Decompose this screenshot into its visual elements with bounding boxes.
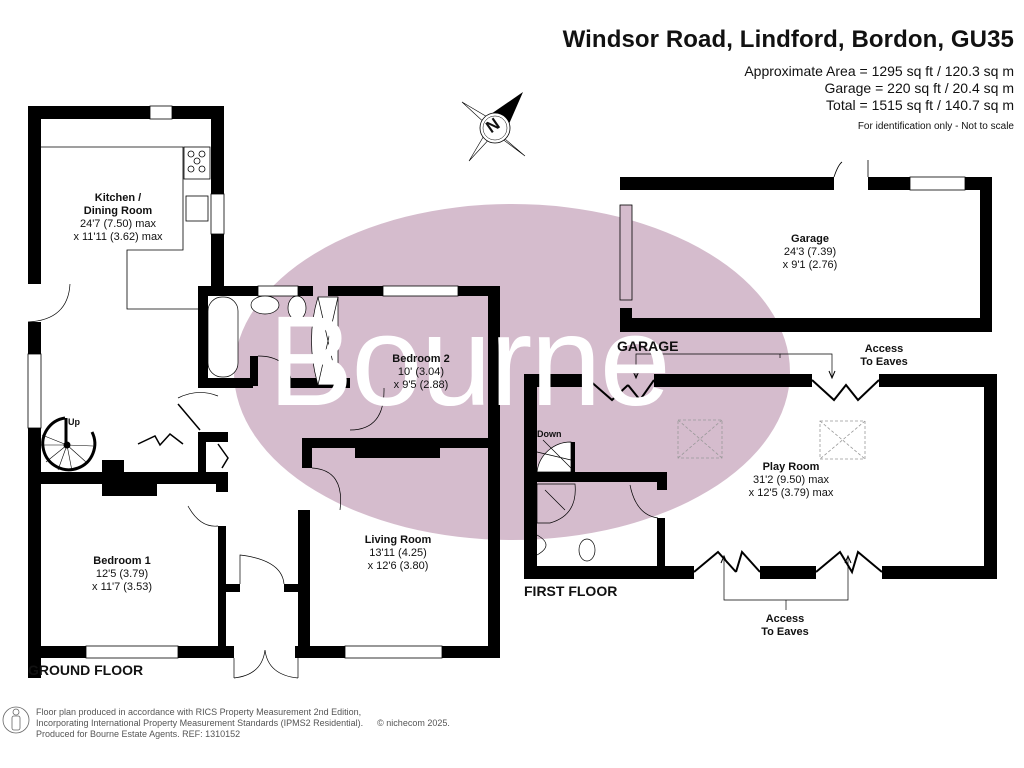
first-floor-walls bbox=[524, 374, 997, 579]
footer-notes: Floor plan produced in accordance with R… bbox=[36, 707, 450, 740]
room-dim-1: 24'7 (7.50) max bbox=[79, 218, 157, 230]
room-label-play-room: Play Room 31'2 (9.50) max x 12'5 (3.79) … bbox=[749, 461, 834, 500]
room-label-bedroom-2: Bedroom 2 10' (3.04) x 9'5 (2.88) bbox=[392, 353, 449, 392]
room-dim-2: x 11'7 (3.53) bbox=[92, 581, 152, 593]
kitchen-counter bbox=[41, 146, 211, 310]
garage-label: GARAGE bbox=[617, 338, 679, 354]
room-dim-2: x 11'11 (3.62) max bbox=[73, 231, 163, 243]
garage-walls bbox=[620, 177, 992, 332]
eaves-line-2: To Eaves bbox=[761, 626, 809, 638]
first-floor-doors bbox=[588, 379, 883, 575]
ground-floor-label: GROUND FLOOR bbox=[28, 662, 144, 678]
stairs-up-label: Up bbox=[68, 417, 80, 427]
room-dim-1: 12'5 (3.79) bbox=[95, 568, 149, 580]
garage-openings bbox=[619, 160, 966, 301]
total-area: Total = 1515 sq ft / 140.7 sq m bbox=[826, 97, 1014, 113]
approximate-area: Approximate Area = 1295 sq ft / 120.3 sq… bbox=[744, 63, 1014, 79]
compass-icon bbox=[461, 92, 526, 162]
stairs-down-label: Down bbox=[537, 429, 562, 439]
room-dim-2: x 12'5 (3.79) max bbox=[748, 487, 834, 499]
eaves-line-1: Access bbox=[765, 613, 805, 625]
watermark-text: Bourne bbox=[268, 290, 671, 433]
ground-floor-walls bbox=[28, 106, 500, 678]
room-dim-2: x 12'6 (3.80) bbox=[367, 560, 429, 572]
skylights bbox=[677, 419, 866, 460]
footer-line-1: Floor plan produced in accordance with R… bbox=[36, 707, 362, 717]
ground-floor-windows bbox=[27, 105, 459, 659]
room-name: Bedroom 1 bbox=[93, 555, 151, 567]
room-name: Garage bbox=[791, 233, 829, 245]
person-icon bbox=[2, 706, 30, 734]
garage-area: Garage = 220 sq ft / 20.4 sq m bbox=[824, 80, 1015, 96]
first-floor-label: FIRST FLOOR bbox=[524, 583, 618, 599]
property-address: Windsor Road, Lindford, Bordon, GU35 bbox=[562, 26, 1014, 53]
footer-line-2-text: Incorporating International Property Mea… bbox=[36, 718, 364, 728]
cupboard-doors bbox=[137, 403, 229, 469]
eaves-line-1: Access bbox=[864, 343, 904, 355]
footer-line-3: Produced for Bourne Estate Agents. REF: … bbox=[36, 729, 241, 739]
room-name: Living Room bbox=[364, 534, 432, 546]
room-label-bedroom-1: Bedroom 1 12'5 (3.79) x 11'7 (3.53) bbox=[92, 555, 152, 594]
footer-line-2: Incorporating International Property Mea… bbox=[36, 718, 450, 729]
eaves-arrows bbox=[632, 353, 852, 610]
disclaimer: For identification only - Not to scale bbox=[857, 121, 1014, 132]
access-to-eaves-bottom: Access To Eaves bbox=[761, 613, 809, 639]
room-dim-1: 24'3 (7.39) bbox=[783, 246, 837, 258]
room-dim-1: 13'11 (4.25) bbox=[369, 547, 427, 559]
bathroom-fixtures bbox=[207, 295, 339, 386]
spiral-staircase-up bbox=[41, 416, 97, 472]
eaves-line-2: To Eaves bbox=[860, 356, 908, 368]
ground-floor-doors bbox=[27, 283, 385, 679]
room-name: Kitchen / bbox=[94, 192, 142, 204]
first-floor-thin bbox=[536, 439, 659, 562]
copyright: © nichecom 2025. bbox=[377, 718, 450, 728]
room-name-2: Dining Room bbox=[83, 205, 153, 217]
room-label-garage: Garage 24'3 (7.39) x 9'1 (2.76) bbox=[783, 233, 838, 272]
room-name: Bedroom 2 bbox=[392, 353, 450, 365]
room-dim-2: x 9'1 (2.76) bbox=[782, 259, 838, 271]
room-name: Play Room bbox=[762, 461, 820, 473]
room-label-living-room: Living Room 13'11 (4.25) x 12'6 (3.80) bbox=[365, 534, 432, 573]
room-dim-1: 31'2 (9.50) max bbox=[752, 474, 830, 486]
access-to-eaves-top: Access To Eaves bbox=[860, 343, 908, 369]
room-dim-1: 10' (3.04) bbox=[397, 366, 445, 378]
room-dim-2: x 9'5 (2.88) bbox=[393, 379, 449, 391]
room-label-kitchen: Kitchen / Dining Room 24'7 (7.50) max x … bbox=[73, 192, 162, 244]
